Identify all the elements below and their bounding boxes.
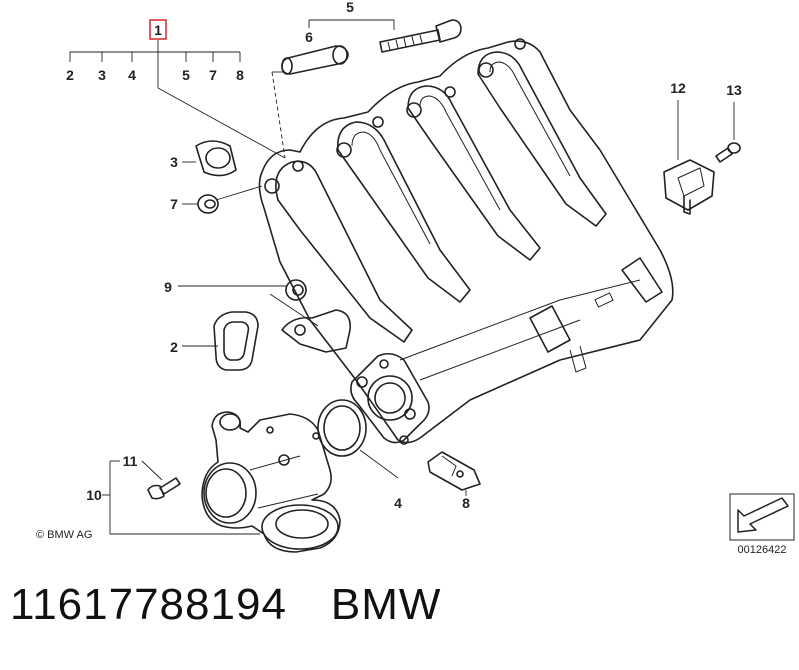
part-caption: 11617788194 BMW — [10, 580, 485, 630]
washer-7 — [197, 194, 219, 214]
highlight-box-1 — [149, 19, 167, 40]
figure-number: 00126422 — [738, 544, 787, 556]
callout-5-top[interactable]: 5 — [182, 67, 190, 83]
callout-8-label[interactable]: 8 — [462, 495, 470, 511]
brand-name: BMW — [330, 580, 442, 629]
callout-tree-part-1: 1 2 3 4 5 7 8 — [66, 19, 286, 159]
callout-1[interactable]: 1 — [154, 22, 162, 38]
callout-3-top[interactable]: 3 — [98, 67, 106, 83]
callout-2-label[interactable]: 2 — [170, 339, 178, 355]
callout-8-top[interactable]: 8 — [236, 67, 244, 83]
throttle-body-10[interactable] — [201, 411, 341, 553]
callout-6[interactable]: 6 — [305, 29, 313, 45]
bolt-13 — [715, 142, 741, 163]
arrow-icon — [737, 497, 789, 533]
callout-12-label[interactable]: 12 — [670, 80, 686, 96]
bolt-sleeve-6 — [281, 45, 349, 75]
intake-manifold[interactable] — [258, 38, 674, 445]
callout-11-10: 11 10 — [86, 453, 260, 535]
clip-8: 8 — [427, 451, 481, 511]
bolt-11 — [147, 477, 181, 500]
callout-4-label[interactable]: 4 — [394, 495, 402, 511]
callout-9: 9 — [164, 279, 319, 327]
callout-3: 3 — [170, 154, 196, 170]
gasket-ring-4: 4 — [317, 399, 402, 511]
callout-11-label[interactable]: 11 — [123, 453, 138, 469]
callout-7-top[interactable]: 7 — [209, 67, 217, 83]
callout-3-label[interactable]: 3 — [170, 154, 178, 170]
nut-9 — [285, 279, 307, 301]
callout-4-top[interactable]: 4 — [128, 67, 136, 83]
part-number: 11617788194 — [10, 580, 287, 629]
callout-2: 2 — [170, 339, 218, 355]
callout-5-group[interactable]: 5 — [346, 0, 354, 15]
copyright: © BMW AG — [36, 529, 92, 541]
callout-12-13: 12 13 — [670, 80, 742, 160]
sleeve-3 — [195, 140, 237, 177]
callout-13-label[interactable]: 13 — [726, 82, 742, 98]
callout-10-label[interactable]: 10 — [86, 487, 102, 503]
gasket-2 — [213, 311, 259, 371]
callout-2-top[interactable]: 2 — [66, 67, 74, 83]
bolt-5 — [379, 19, 462, 53]
callout-9-label[interactable]: 9 — [164, 279, 172, 295]
callout-group-5-6: 5 6 — [271, 0, 395, 159]
callout-7: 7 — [170, 185, 263, 212]
orientation-arrow-box: 00126422 — [729, 493, 795, 556]
sensor-12 — [663, 159, 715, 215]
callout-7-label[interactable]: 7 — [170, 196, 178, 212]
